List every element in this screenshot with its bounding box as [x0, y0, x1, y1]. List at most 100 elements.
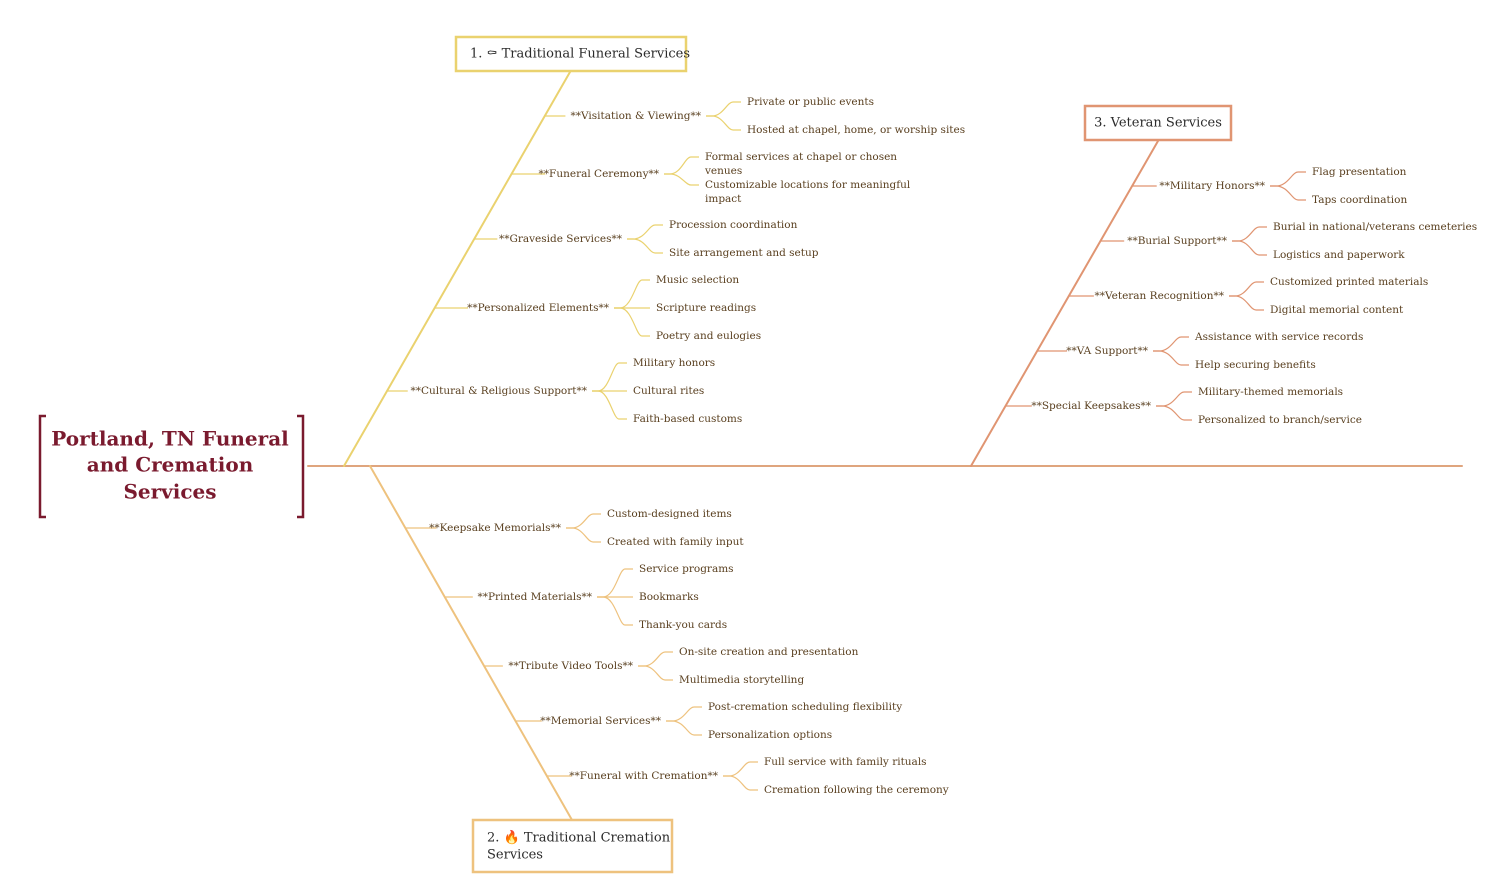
item-connector	[666, 720, 702, 736]
group-item: Custom-designed items	[607, 508, 732, 520]
branch-bone	[369, 465, 573, 821]
group-2-2: **Printed Materials**Service programsBoo…	[444, 563, 734, 631]
group-2-3: **Tribute Video Tools** On-site creation …	[483, 646, 859, 686]
item-connector	[664, 173, 699, 186]
group-1-3: **Graveside Services** Procession coordin…	[473, 219, 819, 259]
item-connector	[723, 761, 758, 777]
root-title-line: and Cremation	[87, 453, 254, 477]
item-connector	[638, 665, 673, 681]
item-connector	[627, 224, 663, 240]
item-connector	[706, 101, 741, 117]
item-connector	[1270, 171, 1306, 187]
item-connector	[1232, 226, 1267, 242]
group-item: Scripture readings	[656, 302, 756, 314]
group-item: Faith-based customs	[633, 413, 742, 425]
item-connector	[566, 513, 601, 529]
group-label: **VA Support**	[1066, 345, 1148, 357]
group-item: On-site creation and presentation	[679, 646, 859, 658]
group-item: Multimedia storytelling	[679, 674, 804, 686]
group-3-3: **Veteran Recognition** Customized printe…	[1068, 276, 1428, 316]
branch-1: 1. ⚰ Traditional Funeral Services **Visit…	[343, 35, 965, 467]
group-item: Digital memorial content	[1270, 304, 1404, 316]
item-connector	[597, 568, 633, 598]
group-2-4: **Memorial Services** Post-cremation sche…	[514, 701, 902, 741]
root-bracket-right	[297, 414, 305, 519]
item-connector	[597, 596, 633, 626]
group-3-1: **Military Honors**Flag presentationTaps…	[1131, 166, 1407, 206]
group-label: **Visitation & Viewing**	[571, 110, 702, 122]
root-title-line: Portland, TN Funeral	[51, 427, 289, 451]
group-item: Hosted at chapel, home, or worship sites	[747, 124, 965, 136]
group-item: Created with family input	[607, 536, 744, 548]
branch-title-box	[1083, 104, 1233, 142]
branch-3: 3. Veteran Services **Military Honors** Fl…	[970, 104, 1477, 467]
item-connector	[638, 651, 673, 667]
item-connector	[592, 362, 627, 392]
group-item: Full service with family rituals	[764, 756, 927, 768]
item-connector	[614, 307, 650, 337]
branch-title: Services	[487, 848, 543, 863]
group-label: **Printed Materials**	[477, 591, 592, 603]
group-label: **Military Honors**	[1159, 180, 1265, 192]
group-label: **Veteran Recognition**	[1095, 290, 1225, 302]
group-label: **Special Keepsakes**	[1031, 400, 1151, 412]
group-label: **Graveside Services**	[499, 233, 623, 245]
item-connector	[666, 706, 702, 722]
root-bracket-left	[38, 414, 46, 519]
group-item: Assistance with service records	[1194, 331, 1363, 343]
group-item: Personalization options	[708, 729, 832, 741]
group-item: Service programs	[639, 563, 734, 575]
group-item: Flag presentation	[1312, 166, 1407, 178]
branch-title: 1. ⚰ Traditional Funeral Services	[470, 47, 690, 62]
group-item: Poetry and eulogies	[656, 330, 761, 342]
group-item: Private or public events	[747, 96, 874, 108]
item-connector	[1229, 281, 1264, 297]
root-title-line: Services	[123, 480, 216, 504]
group-item: Post-cremation scheduling flexibility	[708, 701, 902, 713]
group-2-1: **Keepsake Memorials** Custom-designed it…	[404, 508, 744, 548]
group-label: **Burial Support**	[1127, 235, 1228, 247]
branch-title: 3. Veteran Services	[1094, 116, 1222, 131]
item-connector	[723, 775, 758, 791]
item-connector	[627, 238, 663, 254]
group-item: Thank-you cards	[639, 619, 727, 631]
item-connector	[1153, 336, 1189, 352]
group-item: Cultural rites	[633, 385, 704, 397]
group-3-5: **Special Keepsakes** Military-themed mem…	[1004, 386, 1362, 426]
group-1-1: **Visitation & Viewing** Private or publi…	[544, 96, 965, 136]
group-2-5: **Funeral with Cremation** Full service w…	[546, 756, 949, 796]
group-label: **Funeral with Cremation**	[569, 770, 719, 782]
group-label: **Memorial Services**	[540, 715, 662, 727]
group-1-4: **Personalized Elements** Music selection…	[434, 274, 761, 342]
group-item: Personalized to branch/service	[1198, 414, 1362, 426]
item-connector	[664, 156, 699, 175]
group-label: **Keepsake Memorials**	[429, 522, 562, 534]
item-connector	[1232, 240, 1267, 256]
group-label: **Tribute Video Tools**	[508, 660, 633, 672]
item-connector	[614, 279, 650, 309]
group-label: **Personalized Elements**	[467, 302, 610, 314]
item-connector	[1270, 185, 1306, 201]
group-item: Military-themed memorials	[1198, 386, 1343, 398]
branch-bone	[343, 71, 571, 467]
group-3-2: **Burial Support** Burial in national/vet…	[1099, 221, 1477, 261]
branch-title: 2. 🔥 Traditional Cremation	[487, 830, 671, 846]
group-item: Help securing benefits	[1195, 359, 1316, 371]
group-label: **Cultural & Religious Support**	[411, 385, 588, 397]
group-item: Site arrangement and setup	[669, 247, 819, 259]
group-item: Cremation following the ceremony	[764, 784, 949, 796]
item-connector	[1153, 350, 1189, 366]
group-item: Military honors	[633, 357, 715, 369]
group-item: Music selection	[656, 274, 739, 286]
branch-title-box	[471, 818, 674, 874]
group-item: Customized printed materials	[1270, 276, 1428, 288]
group-item: Burial in national/veterans cemeteries	[1273, 221, 1477, 233]
group-item: Procession coordination	[669, 219, 798, 231]
group-item: Logistics and paperwork	[1273, 249, 1405, 261]
group-3-4: **VA Support** Assistance with service re…	[1036, 331, 1363, 371]
